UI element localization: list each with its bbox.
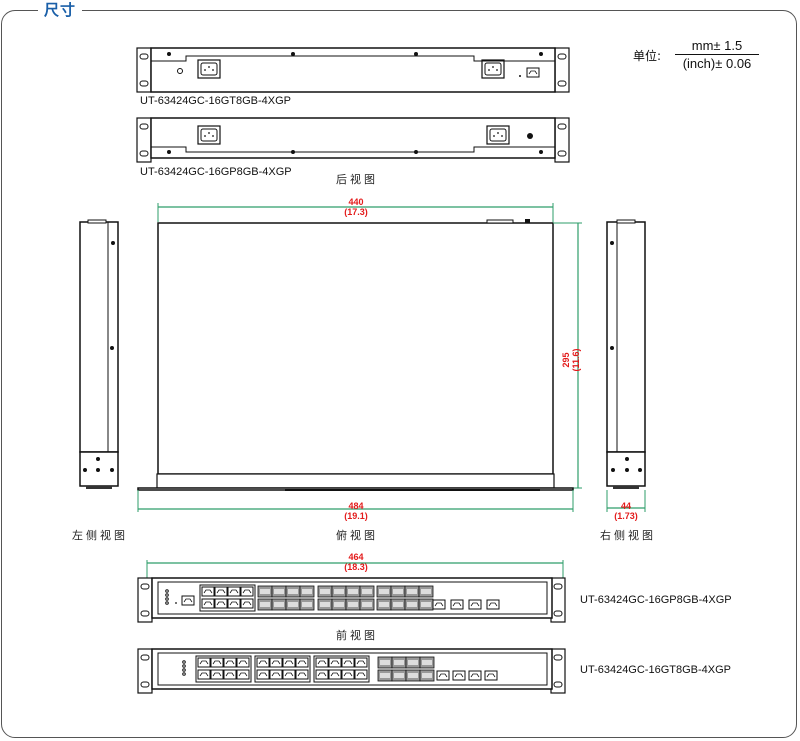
- right-view-caption: 右侧视图: [600, 529, 656, 542]
- front-view-1-model: UT-63424GC-16GP8GB-4XGP: [580, 594, 732, 606]
- front-width-dimension: 464 (18.3): [344, 552, 368, 572]
- top-overall-dimension: 484 (19.1): [344, 501, 368, 521]
- right-height-dimension: 44 (1.73): [614, 501, 638, 521]
- rear-view-caption: 后视图: [336, 173, 378, 186]
- rear-view-1: [136, 47, 570, 93]
- section-title: 尺寸: [38, 0, 83, 20]
- rear-view-2: [136, 117, 570, 163]
- rear-view-1-model: UT-63424GC-16GT8GB-4XGP: [140, 95, 292, 107]
- right-side-view: [606, 219, 646, 512]
- left-view-caption: 左侧视图: [72, 529, 128, 542]
- top-view: [137, 203, 582, 512]
- rear-view-2-model: UT-63424GC-16GP8GB-4XGP: [140, 166, 292, 178]
- front-view-2-model: UT-63424GC-16GT8GB-4XGP: [580, 664, 732, 676]
- top-view-caption: 俯视图: [336, 529, 378, 542]
- front-view-1: [137, 560, 566, 623]
- units-mm: mm± 1.5: [675, 38, 759, 55]
- front-view-2: [137, 648, 566, 694]
- left-side-view: [79, 219, 119, 489]
- front-view-caption: 前视图: [336, 629, 378, 642]
- units-label: 单位:: [633, 49, 662, 63]
- dimensions-frame: [1, 10, 797, 738]
- units-inch: (inch)± 0.06: [682, 56, 752, 71]
- top-width-dimension: 440 (17.3): [344, 197, 368, 217]
- top-depth-dimension: 295 (11.6): [561, 348, 581, 372]
